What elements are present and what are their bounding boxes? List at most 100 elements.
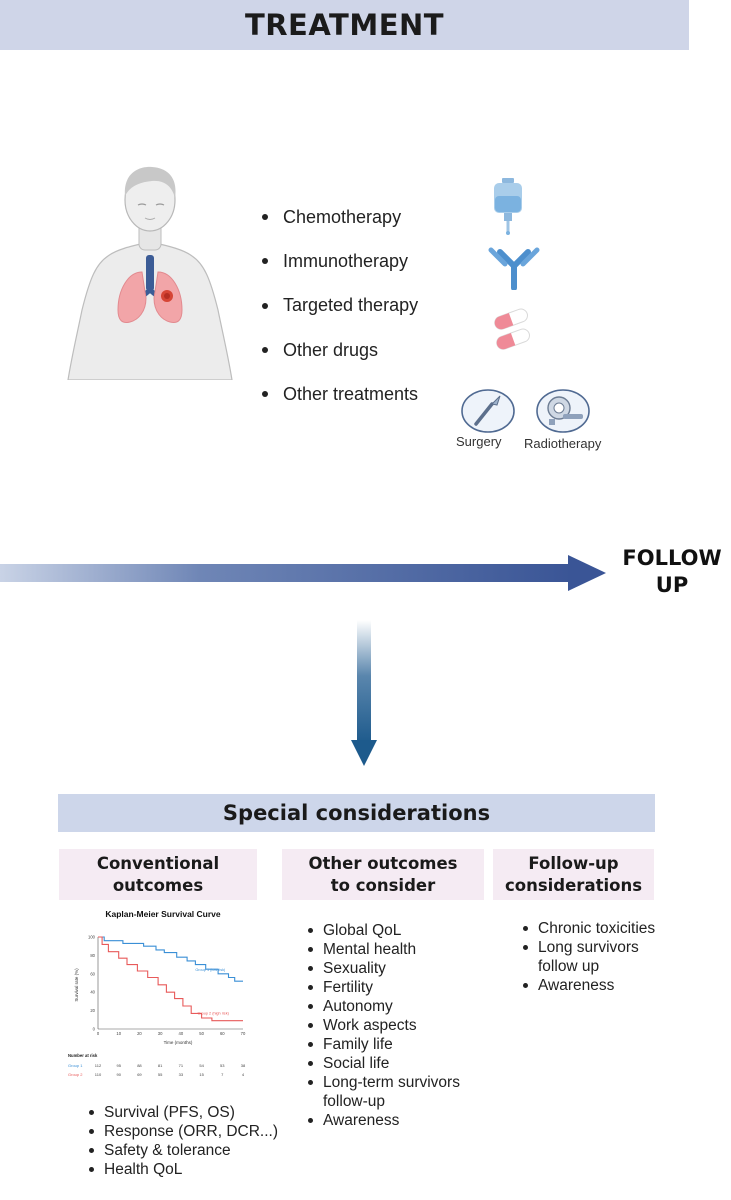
conventional-outcomes-list: Survival (PFS, OS)Response (ORR, DCR...)… bbox=[86, 1103, 286, 1179]
risk-value: 55 bbox=[158, 1072, 163, 1077]
treatment-label: Other drugs bbox=[283, 339, 379, 360]
follow-up-line1: FOLLOW bbox=[622, 546, 722, 570]
risk-value: 90 bbox=[116, 1072, 121, 1077]
y-tick-label: 100 bbox=[88, 935, 96, 940]
list-item: Awareness bbox=[520, 976, 660, 995]
special-title: Special considerations bbox=[222, 801, 491, 825]
list-item: Global QoL bbox=[305, 921, 480, 940]
list-item: Targeted therapy bbox=[262, 284, 418, 328]
bullet bbox=[262, 258, 268, 265]
risk-value: 81 bbox=[158, 1063, 163, 1068]
treatment-label: Immunotherapy bbox=[283, 250, 409, 271]
column-head-line: outcomes bbox=[112, 875, 204, 895]
x-tick-label: 30 bbox=[158, 1031, 163, 1036]
risk-value: 33 bbox=[179, 1072, 184, 1077]
column-head-line: considerations bbox=[504, 875, 643, 895]
treatment-label: Chemotherapy bbox=[283, 206, 402, 227]
follow-up-line2: UP bbox=[655, 573, 689, 597]
list-item: Long-term survivors follow-up bbox=[305, 1073, 480, 1111]
list-item: Response (ORR, DCR...) bbox=[86, 1122, 286, 1141]
column-head-line: Other outcomes bbox=[308, 853, 458, 873]
risk-value: 15 bbox=[199, 1072, 204, 1077]
list-item: Other treatments bbox=[262, 372, 418, 416]
list-item: Chronic toxicities bbox=[520, 919, 660, 938]
column-head-follow-up: Follow-up considerations bbox=[493, 849, 654, 900]
list-item: Immunotherapy bbox=[262, 239, 418, 283]
risk-value: 7 bbox=[221, 1072, 224, 1077]
bullet bbox=[262, 347, 268, 354]
antibody-icon bbox=[488, 247, 540, 290]
risk-value: 69 bbox=[137, 1072, 142, 1077]
radiotherapy-label: Radiotherapy bbox=[524, 436, 602, 451]
column-head-other-outcomes: Other outcomes to consider bbox=[282, 849, 484, 900]
x-tick-label: 10 bbox=[116, 1031, 121, 1036]
bullet bbox=[262, 302, 268, 309]
x-tick-label: 70 bbox=[241, 1031, 246, 1036]
iv-bag-icon bbox=[494, 178, 522, 235]
y-tick-label: 40 bbox=[90, 990, 95, 995]
column-head-conventional: Conventional outcomes bbox=[59, 849, 257, 900]
chart-ylabel: Survival rate (%) bbox=[74, 968, 79, 1002]
treatment-label: Other treatments bbox=[283, 383, 419, 404]
list-item: Mental health bbox=[305, 940, 480, 959]
x-tick-label: 60 bbox=[220, 1031, 225, 1036]
list-item: Survival (PFS, OS) bbox=[86, 1103, 286, 1122]
capsule-icon bbox=[494, 308, 530, 350]
list-item: Chemotherapy bbox=[262, 195, 418, 239]
y-tick-label: 20 bbox=[90, 1008, 95, 1013]
bullet bbox=[262, 391, 268, 398]
special-considerations-header: Special considerations bbox=[58, 794, 655, 832]
bullet bbox=[262, 214, 268, 221]
series-label: Group 1 (low risk) bbox=[195, 968, 226, 972]
risk-value: 112 bbox=[95, 1063, 102, 1068]
treatment-label: Targeted therapy bbox=[283, 295, 419, 316]
treatment-list: Chemotherapy Immunotherapy Targeted ther… bbox=[262, 195, 418, 416]
treatment-title: TREATMENT bbox=[244, 8, 445, 42]
risk-value: 54 bbox=[199, 1063, 204, 1068]
list-item: Awareness bbox=[305, 1111, 480, 1130]
y-tick-label: 0 bbox=[93, 1027, 96, 1032]
scalpel-icon bbox=[461, 389, 515, 433]
x-tick-label: 50 bbox=[199, 1031, 204, 1036]
list-item: Social life bbox=[305, 1054, 480, 1073]
timeline-arrow bbox=[0, 555, 606, 591]
list-item: Autonomy bbox=[305, 997, 480, 1016]
risk-value: 71 bbox=[179, 1063, 184, 1068]
x-tick-label: 40 bbox=[179, 1031, 184, 1036]
column-head-line: Conventional bbox=[96, 853, 220, 873]
series-line bbox=[98, 936, 243, 982]
risk-value: 53 bbox=[220, 1063, 225, 1068]
x-tick-label: 20 bbox=[137, 1031, 142, 1036]
chart-xlabel: Time (months) bbox=[164, 1040, 193, 1045]
y-tick-label: 80 bbox=[90, 953, 95, 958]
series-line bbox=[98, 936, 243, 1022]
column-head-line: Follow-up bbox=[528, 853, 619, 873]
x-tick-label: 0 bbox=[97, 1031, 100, 1036]
list-item: Family life bbox=[305, 1035, 480, 1054]
risk-row-label: Group 2 bbox=[68, 1072, 83, 1077]
risk-table-title: Number at risk bbox=[68, 1053, 98, 1058]
list-item: Other drugs bbox=[262, 328, 418, 372]
list-item: Health QoL bbox=[86, 1160, 286, 1179]
risk-value: 4 bbox=[242, 1072, 245, 1077]
risk-value: 38 bbox=[241, 1063, 246, 1068]
risk-value: 95 bbox=[116, 1063, 121, 1068]
surgery-label: Surgery bbox=[456, 434, 502, 449]
list-item: Work aspects bbox=[305, 1016, 480, 1035]
down-arrow bbox=[351, 620, 377, 766]
list-item: Long survivors follow up bbox=[520, 938, 660, 976]
risk-row-label: Group 1 bbox=[68, 1063, 83, 1068]
follow-up-label: FOLLOW UP bbox=[612, 545, 731, 599]
patient-lungs-icon bbox=[67, 166, 233, 380]
list-item: Sexuality bbox=[305, 959, 480, 978]
risk-value: 88 bbox=[137, 1063, 142, 1068]
y-tick-label: 60 bbox=[90, 971, 95, 976]
risk-value: 110 bbox=[95, 1072, 102, 1077]
radiotherapy-machine-icon bbox=[536, 389, 590, 433]
column-head-line: to consider bbox=[330, 875, 436, 895]
chart-title: Kaplan-Meier Survival Curve bbox=[105, 909, 221, 919]
series-label: Group 2 (high risk) bbox=[197, 1011, 229, 1015]
list-item: Safety & tolerance bbox=[86, 1141, 286, 1160]
